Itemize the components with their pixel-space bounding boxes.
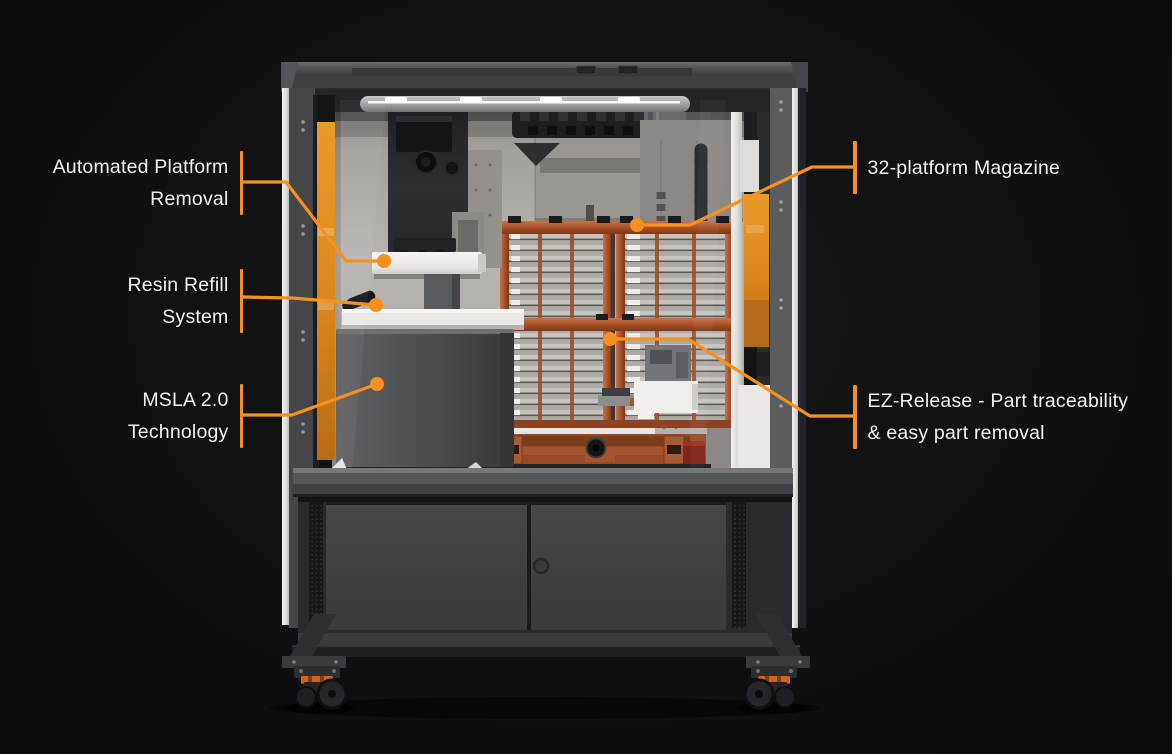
callout-automated-platform-removal: Automated Platform Removal <box>53 151 243 215</box>
interior-shelf <box>540 158 690 169</box>
callout-bar <box>239 269 243 333</box>
base-legs <box>282 614 810 668</box>
callout-resin-refill-system: Resin Refill System <box>127 269 243 333</box>
callout-line1: EZ-Release - Part traceability <box>867 390 1129 412</box>
callout-line1: 32-platform Magazine <box>867 156 1061 179</box>
vent-panel-left <box>309 502 323 628</box>
led-light-bar <box>360 96 690 112</box>
platform-magazine-racks <box>497 216 737 478</box>
callout-text: MSLA 2.0 Technology <box>128 384 229 448</box>
door-divider <box>527 502 531 630</box>
callout-bar <box>239 384 243 448</box>
callout-platform-magazine: 32-platform Magazine <box>853 141 1060 194</box>
funnel-bracket <box>514 143 560 166</box>
callout-bar <box>853 141 857 194</box>
callout-dot-automated-platform-removal <box>377 254 391 268</box>
callout-line1: Automated Platform <box>52 156 229 178</box>
callout-msla-technology: MSLA 2.0 Technology <box>128 384 243 448</box>
resin-vat <box>328 309 524 473</box>
callout-line2: & easy part removal <box>867 422 1045 444</box>
callout-text: Resin Refill System <box>127 269 228 333</box>
platform-gripper <box>394 238 456 252</box>
callout-line-msla-technology <box>241 382 379 417</box>
build-platform-bar <box>372 252 482 274</box>
top-lid <box>281 62 808 112</box>
callout-line2: Removal <box>150 188 229 210</box>
callout-line-resin-refill-system <box>241 295 378 307</box>
caster-left <box>294 666 348 710</box>
callout-bar <box>853 385 857 449</box>
lower-cabinet <box>292 497 800 657</box>
cabinet-door-left <box>326 502 527 630</box>
cabinet-door-right <box>531 502 726 630</box>
vent-panel-right <box>732 502 746 628</box>
callout-line1: Resin Refill <box>127 274 229 296</box>
callout-line-automated-platform-removal <box>241 180 386 263</box>
vertical-rail <box>731 92 742 562</box>
callout-line-ez-release <box>608 337 855 418</box>
callout-line-platform-magazine <box>635 165 855 227</box>
callout-line1: MSLA 2.0 <box>142 389 229 411</box>
orange-side-panel-left <box>317 122 335 460</box>
callout-dot-resin-refill-system <box>369 298 383 312</box>
callout-bar <box>239 151 243 215</box>
callout-dot-ez-release <box>603 332 617 346</box>
glass-reflection <box>336 100 386 470</box>
ez-release-mechanism <box>598 345 698 419</box>
build-platform-assembly <box>328 112 524 473</box>
mid-shelf <box>293 468 793 497</box>
right-inner-assembly <box>731 92 774 562</box>
callout-text: Automated Platform Removal <box>53 151 229 215</box>
floor-shadow <box>270 697 820 719</box>
glass-reflection <box>690 100 726 470</box>
door-knob <box>532 557 550 575</box>
callout-ez-release: EZ-Release - Part traceability & easy pa… <box>853 385 1128 449</box>
callout-dot-msla-technology <box>370 377 384 391</box>
callout-text: 32-platform Magazine <box>868 152 1061 184</box>
callout-text: EZ-Release - Part traceability & easy pa… <box>868 385 1129 449</box>
caster-right <box>743 666 797 710</box>
callout-line2: Technology <box>127 421 229 443</box>
callout-line2: System <box>162 306 229 328</box>
callout-dot-platform-magazine <box>630 218 644 232</box>
